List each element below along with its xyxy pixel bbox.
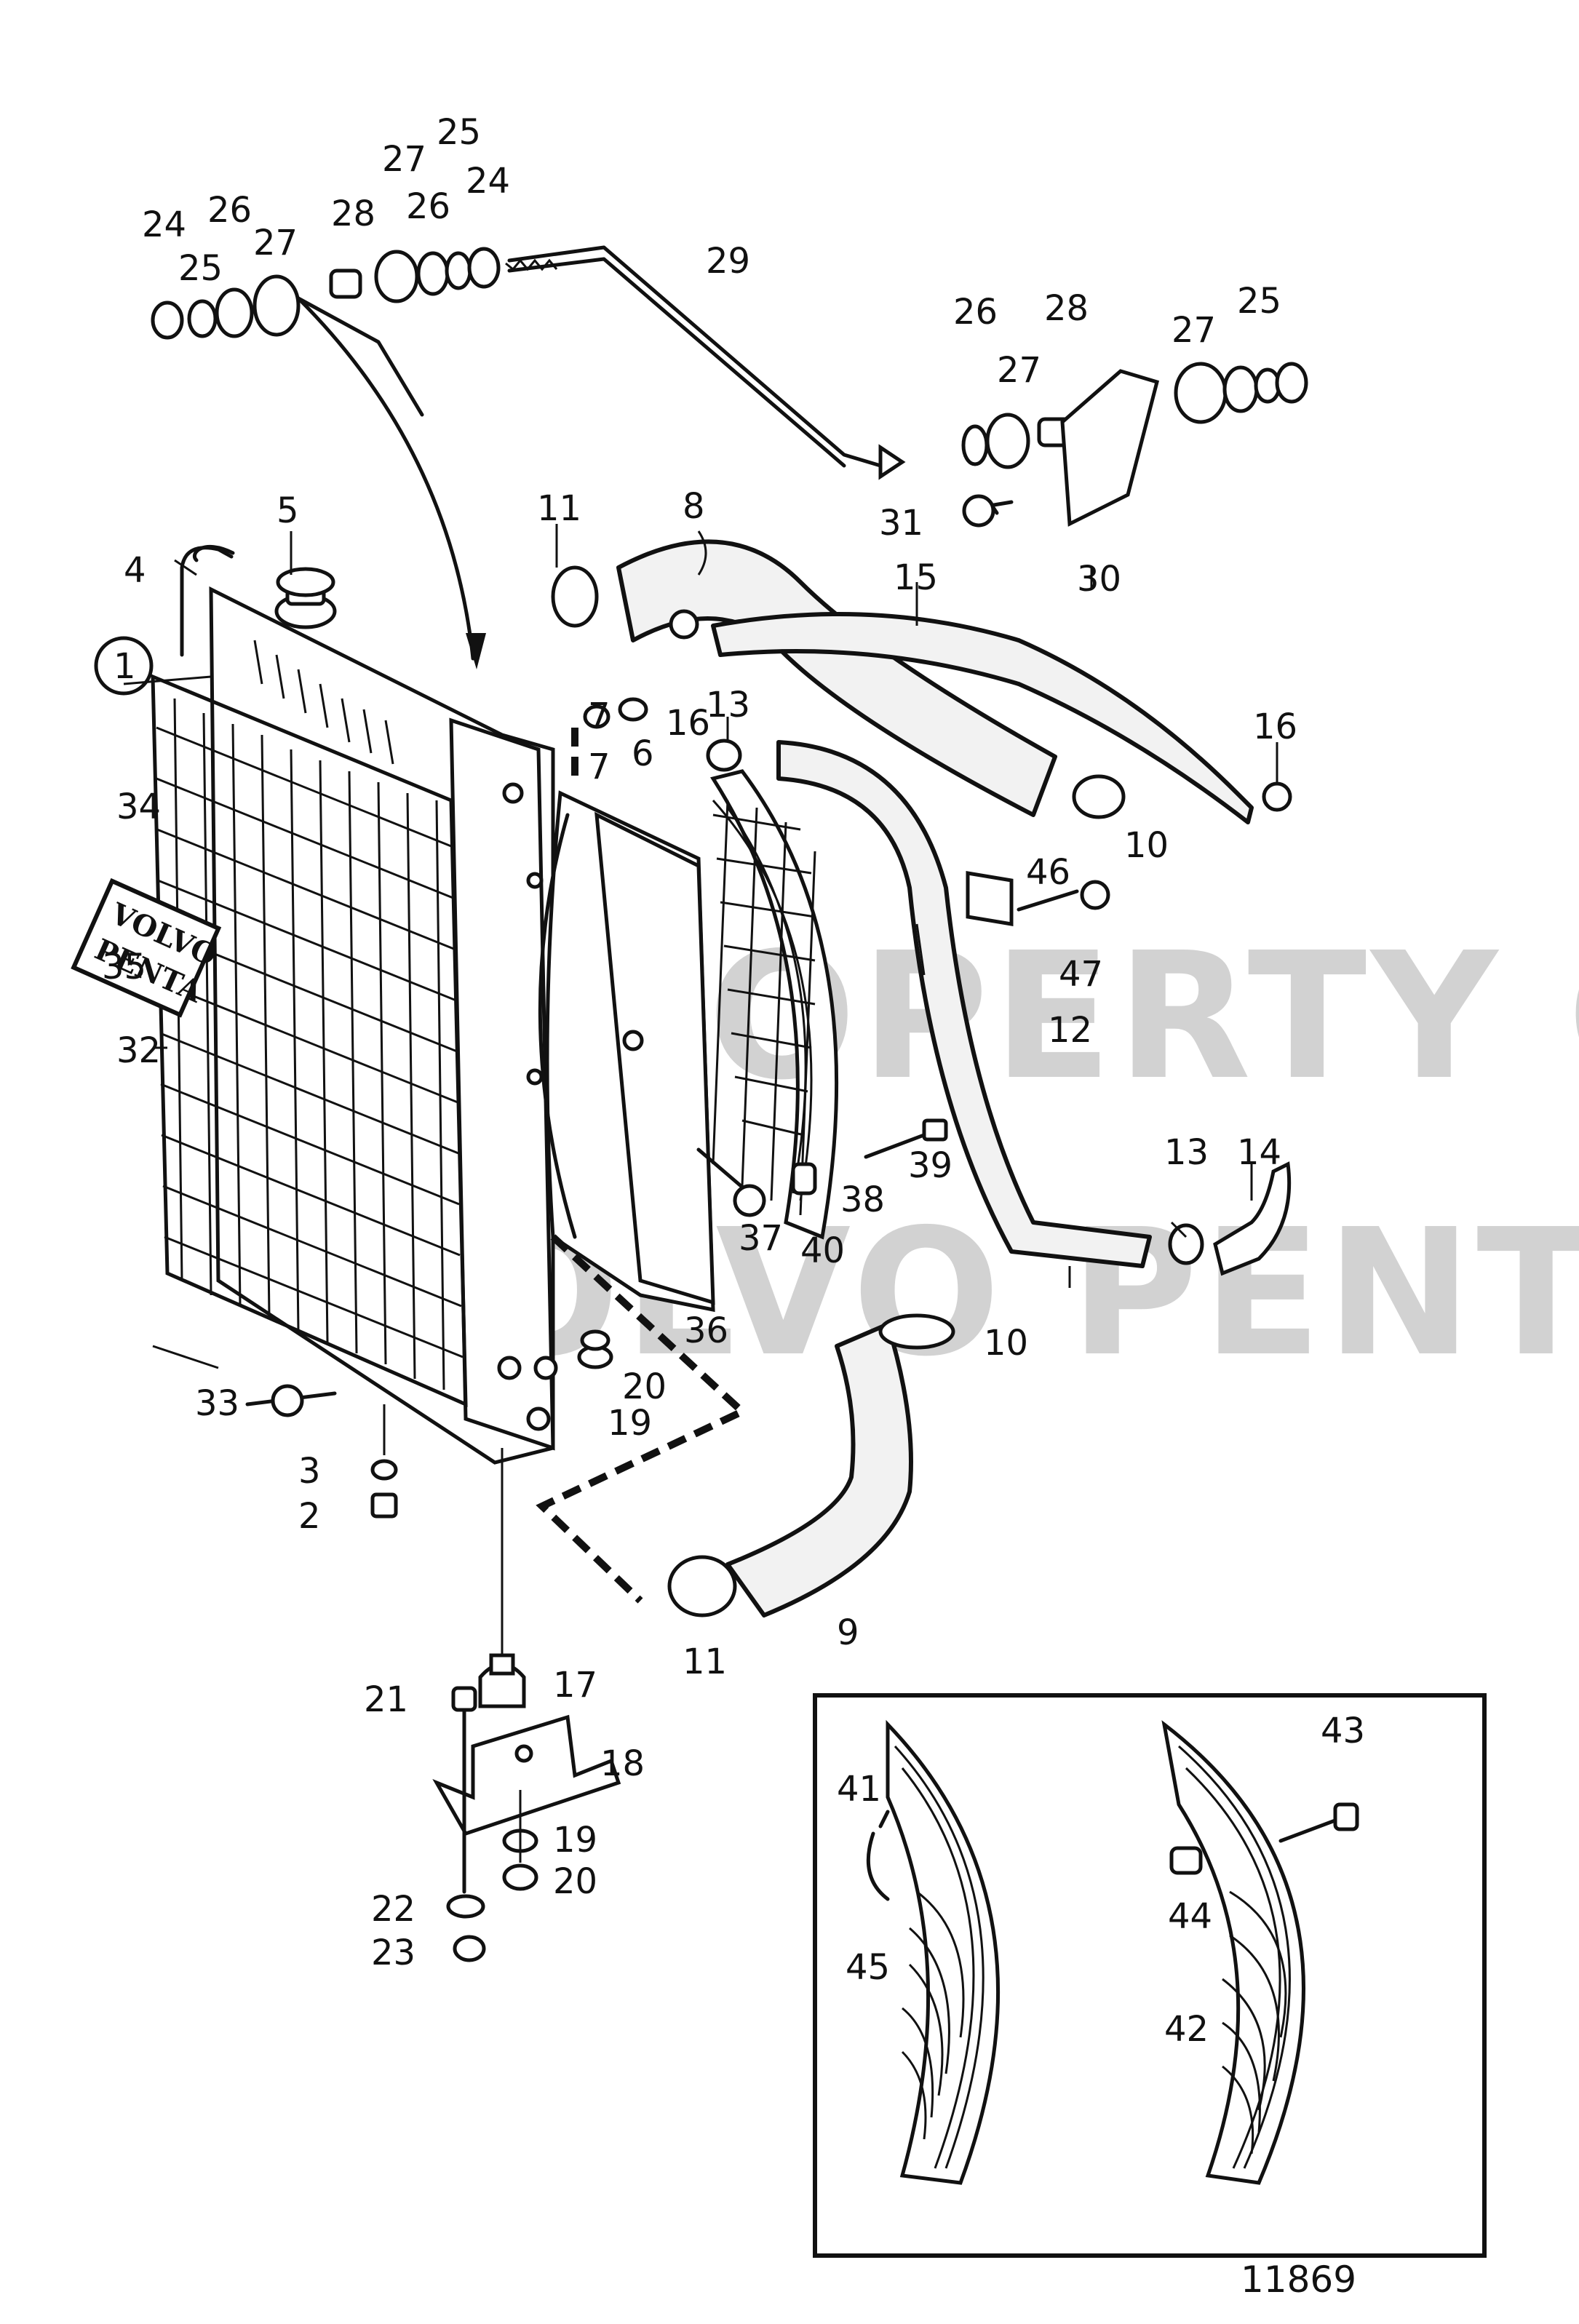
- callout-20b: 20: [553, 1861, 597, 1902]
- callout-44: 44: [1168, 1896, 1212, 1937]
- callout-36: 36: [684, 1310, 728, 1351]
- callout-12: 12: [1048, 1010, 1092, 1051]
- callout-19b: 19: [553, 1820, 597, 1861]
- callout-8: 8: [683, 486, 705, 527]
- callout-10a: 10: [1124, 825, 1169, 866]
- callout-25a: 25: [178, 248, 223, 289]
- callout-23: 23: [371, 1933, 415, 1973]
- callout-25c: 25: [1237, 281, 1281, 322]
- callout-26c: 26: [953, 292, 998, 333]
- callout-14: 14: [1237, 1132, 1281, 1173]
- callout-26b: 26: [406, 186, 450, 227]
- callout-42: 42: [1164, 2009, 1209, 2050]
- callout-27a: 27: [253, 223, 298, 263]
- callout-26a: 26: [207, 190, 252, 231]
- fasteners-center: [696, 1118, 948, 1217]
- callout-35: 35: [102, 947, 146, 987]
- callout-circle-1: [94, 636, 154, 696]
- dashed-lead-a: [536, 1234, 749, 1604]
- callout-10b: 10: [984, 1323, 1028, 1364]
- callout-28b: 28: [1044, 288, 1089, 329]
- callout-25b: 25: [437, 112, 481, 153]
- callout-24a: 24: [142, 204, 186, 245]
- callout-2: 2: [298, 1496, 321, 1537]
- callout-16b: 16: [1253, 707, 1297, 747]
- callout-39: 39: [908, 1145, 952, 1186]
- callout-20a: 20: [622, 1366, 667, 1407]
- callout-15: 15: [894, 557, 938, 598]
- callout-19a: 19: [608, 1403, 652, 1444]
- radiator-mount: [432, 1448, 621, 1962]
- callout-28a: 28: [331, 194, 375, 234]
- callout-11b: 11: [683, 1641, 727, 1682]
- callout-13a: 13: [706, 685, 750, 725]
- volvo-penta-badge: VOLVO PENTA: [71, 878, 222, 1018]
- inset-box: [813, 1693, 1487, 2258]
- fan-guard: [710, 769, 839, 1240]
- callout-9: 9: [837, 1612, 859, 1653]
- callout-3: 3: [298, 1451, 321, 1492]
- hose-clamps: [551, 565, 1292, 1617]
- callout-17: 17: [553, 1665, 597, 1706]
- callout-46: 46: [1026, 852, 1070, 893]
- callout-22: 22: [371, 1889, 415, 1930]
- callout-5: 5: [277, 490, 299, 531]
- callout-47: 47: [1059, 954, 1103, 995]
- callout-6: 6: [632, 733, 654, 774]
- callout-leaders: [123, 524, 1278, 1369]
- lower-fittings: [245, 1329, 613, 1519]
- callout-7a: 7: [588, 696, 610, 736]
- callout-43: 43: [1321, 1711, 1365, 1751]
- callout-18: 18: [600, 1743, 645, 1784]
- fittings-right: [966, 871, 1292, 1276]
- callout-24b: 24: [466, 161, 510, 202]
- figure-number: 11869: [1241, 2259, 1356, 2301]
- callout-30: 30: [1077, 559, 1121, 600]
- callout-34: 34: [116, 787, 161, 827]
- callout-41: 41: [837, 1769, 881, 1810]
- callout-labels: 1 2 3 4 5 6 7 7 8 9 10 10 11 11 12 13 13…: [94, 112, 1365, 2050]
- callout-11a: 11: [537, 488, 581, 529]
- callout-27b: 27: [382, 139, 426, 180]
- stay-rod-assembly: [151, 245, 1308, 669]
- callout-32: 32: [116, 1030, 161, 1071]
- callout-29: 29: [706, 241, 750, 282]
- radiator-grille: [151, 674, 468, 1407]
- callout-31: 31: [879, 503, 923, 544]
- callout-27c: 27: [997, 350, 1041, 391]
- callout-38: 38: [840, 1179, 885, 1220]
- callout-37: 37: [739, 1218, 783, 1259]
- fan-shroud: [538, 790, 715, 1313]
- hoses: [616, 539, 1254, 1617]
- callout-1: 1: [114, 646, 136, 687]
- callout-27d: 27: [1172, 310, 1216, 351]
- callout-45: 45: [846, 1947, 890, 1988]
- callout-33: 33: [195, 1383, 239, 1424]
- callout-21: 21: [364, 1679, 408, 1720]
- callout-40: 40: [800, 1230, 845, 1271]
- callout-4: 4: [124, 550, 146, 591]
- callout-13b: 13: [1164, 1132, 1209, 1173]
- callout-16a: 16: [666, 703, 710, 744]
- callout-7b: 7: [588, 747, 610, 787]
